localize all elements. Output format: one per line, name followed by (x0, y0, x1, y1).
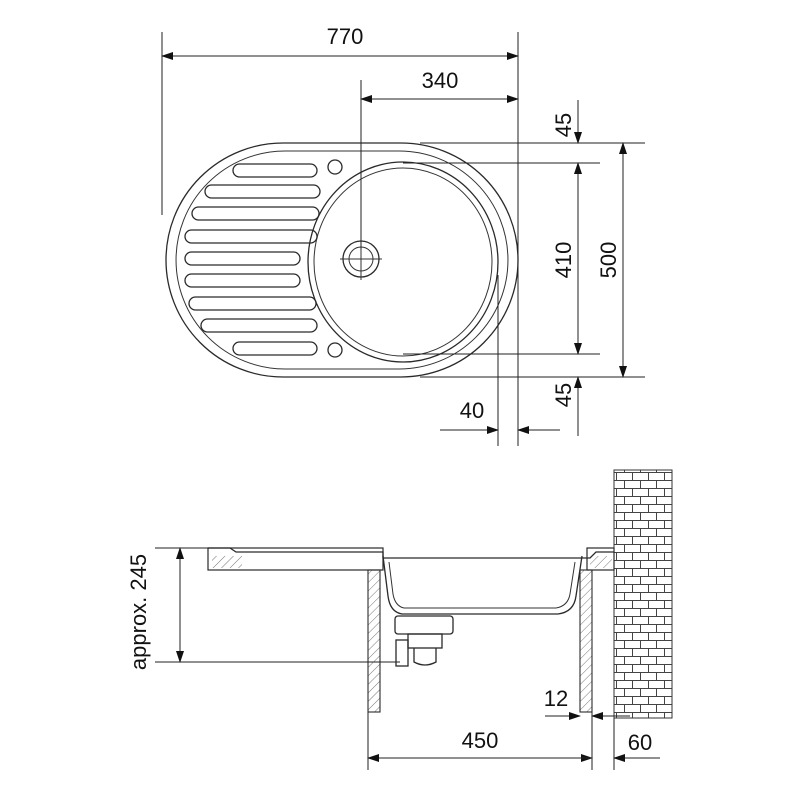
dim-drain-offset: 340 (422, 68, 459, 93)
sink-outline-inner (175, 150, 509, 370)
cabinet-panel-left (367, 569, 381, 713)
tap-hole-bottom (327, 342, 343, 358)
cabinet-panel-right (579, 569, 593, 713)
dim-bottom-margin: 45 (551, 383, 576, 407)
drain-assembly-icon (394, 615, 454, 667)
dim-wall-gap: 12 (544, 686, 568, 711)
tap-hole-top (327, 159, 343, 175)
dim-overall-height: 500 (596, 242, 621, 279)
dim-top-margin: 45 (551, 113, 576, 137)
bowl-profile (382, 555, 583, 615)
side-view: approx. 245 12 450 60 (126, 469, 673, 770)
brick-wall (613, 469, 673, 719)
sink-bowl (307, 161, 499, 363)
dim-wall-offset: 60 (628, 730, 652, 755)
drainboard-grooves (184, 163, 321, 356)
dim-side-margin: 40 (460, 398, 484, 423)
dim-cabinet-width: 450 (462, 728, 499, 753)
top-view: 770 340 45 410 500 45 40 (161, 24, 645, 446)
sink-outline-outer (165, 142, 519, 378)
sink-bowl-inner (313, 167, 493, 357)
dim-bowl-height: 410 (551, 242, 576, 279)
dim-overall-width: 770 (327, 24, 364, 49)
sink-rim (208, 547, 614, 559)
dim-depth: approx. 245 (126, 554, 151, 670)
